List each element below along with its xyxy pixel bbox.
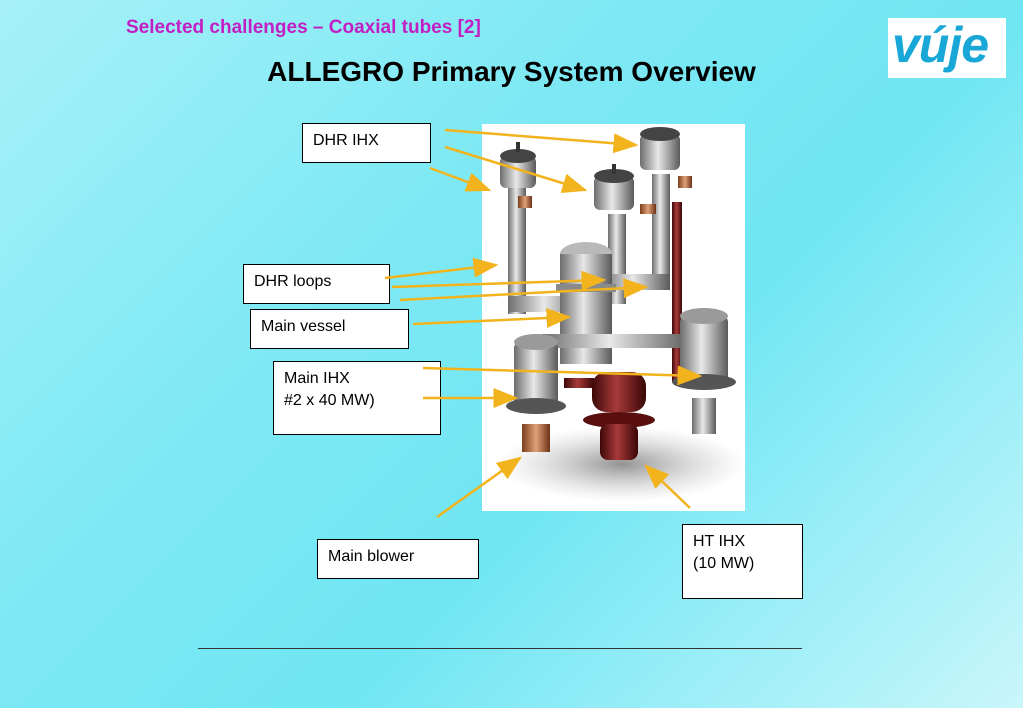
dhr-pipe-right xyxy=(652,174,670,284)
label-main-ihx: Main IHX #2 x 40 MW) xyxy=(273,361,441,435)
vuje-logo: vúje xyxy=(888,17,1006,78)
arrow-main-vessel xyxy=(412,308,572,328)
label-main-blower: Main blower xyxy=(317,539,479,579)
label-ht-ihx: HT IHX (10 MW) xyxy=(682,524,803,599)
arrow-main-ihx-right xyxy=(422,365,703,386)
main-ihx-left xyxy=(506,334,566,452)
label-dhr-ihx: DHR IHX xyxy=(302,123,431,163)
logo-text: vúje xyxy=(892,17,989,73)
label-main-vessel: Main vessel xyxy=(250,309,409,349)
dhr-ihx-right xyxy=(640,127,692,188)
footer-divider xyxy=(198,648,802,649)
arrow-ht-ihx xyxy=(644,464,691,509)
arrow-dhr-loops-3 xyxy=(399,278,649,302)
dhr-ihx-middle xyxy=(594,164,656,214)
main-duct xyxy=(542,334,692,348)
ht-ihx xyxy=(564,372,655,460)
ht-pipe xyxy=(672,202,682,382)
arrow-main-blower xyxy=(436,456,523,519)
primary-system-illustration xyxy=(482,124,747,511)
slide-subtitle: Selected challenges – Coaxial tubes [2] xyxy=(126,17,481,38)
label-dhr-loops: DHR loops xyxy=(243,264,390,304)
arrow-dhr-ihx-right xyxy=(444,128,639,154)
arrow-dhr-ihx-left xyxy=(429,166,492,192)
slide-title: ALLEGRO Primary System Overview xyxy=(267,56,756,87)
arrow-dhr-ihx-middle xyxy=(444,145,588,193)
floor-shadow xyxy=(497,426,747,502)
arrow-dhr-loops-1 xyxy=(384,257,499,280)
dhr-ihx-left xyxy=(500,142,536,208)
arrow-dhr-loops-2 xyxy=(391,270,607,291)
